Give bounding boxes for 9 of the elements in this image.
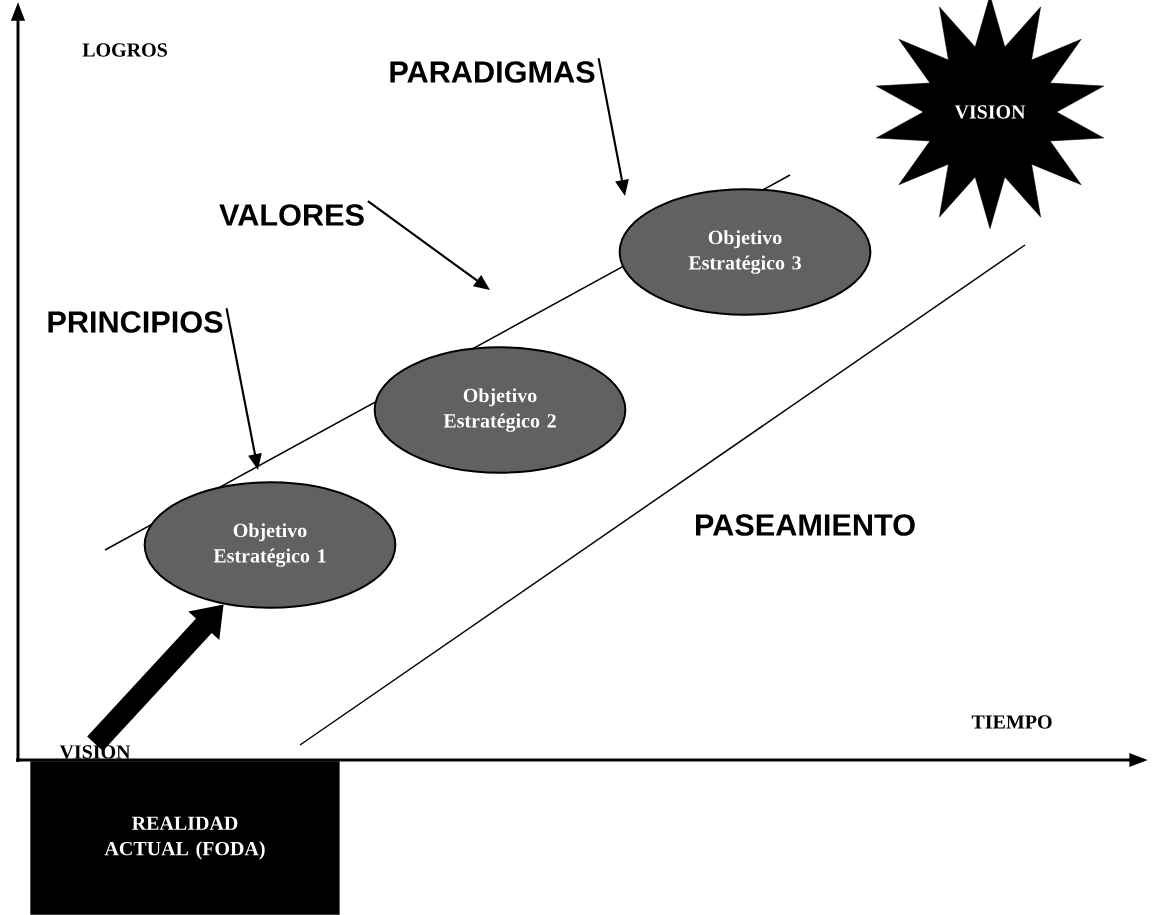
region-label: PASEAMIENTO [696, 514, 915, 536]
vision-label: VISION [59, 745, 131, 759]
reality-box: REALIDAD ACTUAL (FODA) [30, 761, 340, 915]
vision-star: VISION [876, 0, 1104, 229]
leader-text: PARADIGMAS [390, 61, 595, 83]
axis-label: LOGROS [82, 43, 167, 57]
leader-text: VALORES [219, 204, 364, 226]
axis-label: TIEMPO [971, 715, 1052, 729]
leader-text: PRINCIPIOS [48, 311, 223, 333]
